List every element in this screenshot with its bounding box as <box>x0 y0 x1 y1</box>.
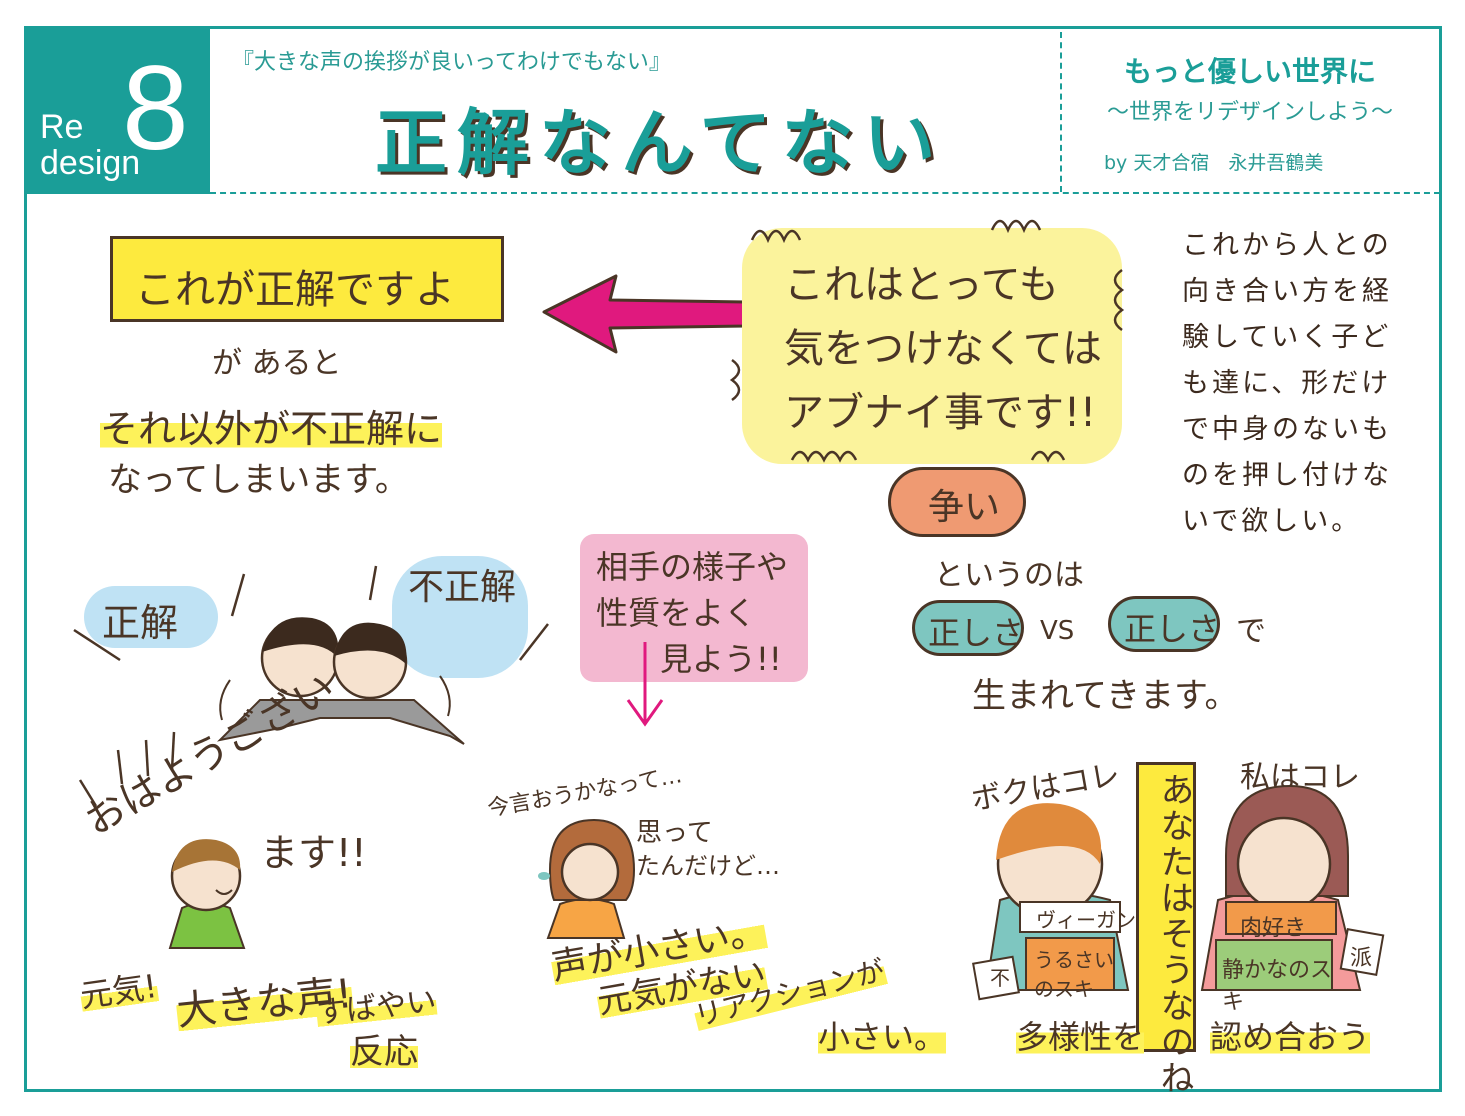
observe-line-1: 相手の様子や <box>596 548 789 586</box>
warning-line-2: 気をつけなくては <box>784 326 1102 372</box>
page-frame <box>24 26 1442 1092</box>
seikai-text: 正解 <box>102 601 179 645</box>
vs-text: VS <box>1040 616 1075 646</box>
girl-illustration <box>1200 784 1385 991</box>
conflict-pill <box>888 467 1026 537</box>
correctness-text-2: 正しさ <box>1124 610 1221 648</box>
bubble-scribbles <box>729 219 1125 463</box>
conflict-text: 争い <box>928 487 1001 528</box>
correct-answer-text: これが正解ですよ <box>135 267 455 313</box>
two-kids-illustration <box>216 617 465 745</box>
becomes-text: なってしまいます。 <box>108 460 409 500</box>
to-iu-no-wa-text: というのは <box>934 558 1084 593</box>
likes-quiet-text: 静かなのスキ <box>1222 958 1333 1015</box>
ha-text: 派 <box>1350 946 1373 971</box>
fu-text: 不 <box>990 966 1010 990</box>
warning-line-3: アブナイ事です!! <box>784 390 1097 436</box>
message-line: 験していく子ど <box>1182 322 1392 352</box>
badge-re: Re <box>40 108 84 146</box>
observe-line-3: 見よう!! <box>660 640 782 678</box>
fuseikai-text: 不正解 <box>408 567 517 608</box>
other-wrong-text: それ以外が不正解に <box>100 398 443 453</box>
emphasis-marks-left <box>73 565 549 662</box>
acceptance-banner <box>1136 762 1196 1052</box>
badge-number: 8 <box>122 41 189 175</box>
header-divider <box>210 192 1440 194</box>
fuseikai-pill <box>392 556 528 678</box>
vegan-text: ヴィーガン <box>1036 908 1136 932</box>
tandakedo-text: たんだけど… <box>636 852 780 880</box>
meat-lover-text: 肉好き <box>1240 916 1307 941</box>
likes-noisy-text: うるさいのスキ <box>1034 948 1114 1001</box>
shy-kid-illustration <box>538 818 636 939</box>
chiisai-text: 小さい。 <box>818 1012 947 1058</box>
message-line: いで欲しい。 <box>1182 506 1362 536</box>
message-paragraph: これから人との 向き合い方を経 験していく子ど も達に、形だけ で中身のないも … <box>1182 222 1422 544</box>
message-line: で中身のないも <box>1182 414 1392 444</box>
warning-bubble <box>742 228 1122 464</box>
header-vertical-divider <box>1060 32 1062 192</box>
correctness-pill-1 <box>912 600 1024 656</box>
diversity-text: 多様性を <box>1016 1012 1145 1058</box>
omotte-text: 思って <box>636 818 713 848</box>
redesign-badge: Re design 8 <box>24 26 210 194</box>
message-line: のを押し付けな <box>1182 460 1392 490</box>
reaction-text: 反応 <box>350 1024 418 1073</box>
ga-aruto-text: が あると <box>212 346 342 381</box>
warning-line-1: これはとっても <box>784 262 1059 308</box>
de-text: で <box>1236 614 1266 649</box>
header-subtitle: 『大きな声の挨拶が良いってわけでもない』 <box>232 50 671 75</box>
emphasis-marks-greeting <box>78 731 176 807</box>
acceptance-text: あなたはそうなのね <box>1154 772 1194 1096</box>
observe-line-2: 性質をよく <box>596 594 757 632</box>
greeting-kid-illustration <box>168 839 246 949</box>
seikai-pill <box>84 586 218 648</box>
badge-design: design <box>40 144 141 182</box>
message-line: これから人との <box>1182 230 1392 260</box>
message-line: も達に、形だけ <box>1182 368 1392 398</box>
series-subtitle: 〜世界をリデザインしよう〜 <box>1106 100 1393 125</box>
masu-text: ます!! <box>260 831 367 875</box>
message-line: 向き合い方を経 <box>1182 276 1392 306</box>
correctness-pill-2 <box>1108 596 1220 652</box>
observe-note <box>580 534 808 682</box>
byline: by 天才合宿 永井吾鶴美 <box>1104 152 1324 174</box>
accept-each-other-text: 認め合おう <box>1210 1012 1371 1058</box>
boy-illustration <box>972 803 1130 1001</box>
born-text: 生まれてきます。 <box>972 676 1239 716</box>
correct-answer-box: これが正解ですよ <box>110 236 504 322</box>
series-title: もっと優しい世界に <box>1123 55 1376 88</box>
pink-arrow-down <box>626 642 664 727</box>
page-title: 正解なんてない <box>375 101 946 185</box>
correctness-text-1: 正しさ <box>928 614 1025 652</box>
